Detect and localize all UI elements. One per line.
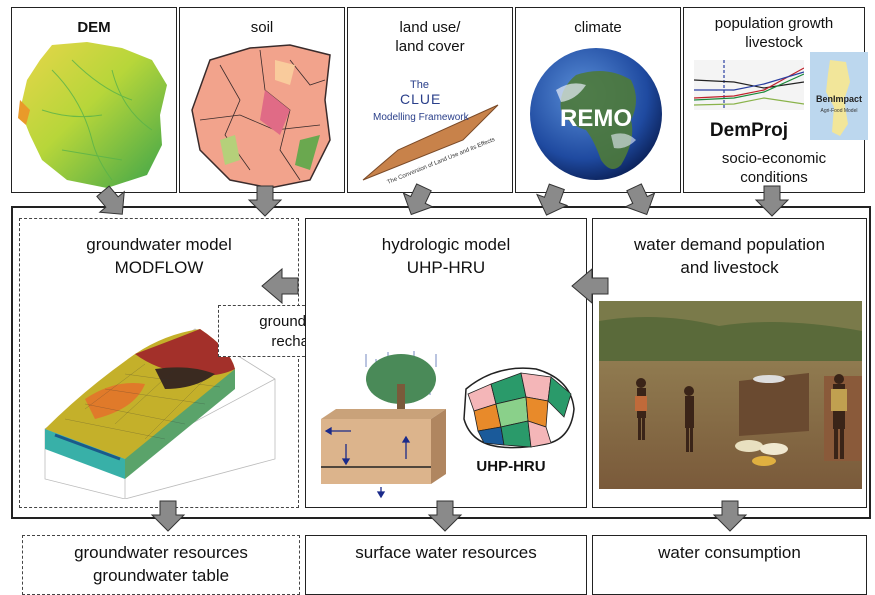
dem-box: DEM xyxy=(11,7,177,193)
benimpact-text: BenImpact xyxy=(816,94,862,104)
output-consumption-label: water consumption xyxy=(658,543,801,562)
output-groundwater-box: groundwater resources groundwater table xyxy=(22,535,300,595)
groundwater-model-label-2: MODFLOW xyxy=(114,258,204,277)
climate-label: climate xyxy=(574,19,622,36)
population-label-4: conditions xyxy=(740,169,808,186)
demproj-chart xyxy=(694,60,804,110)
benimpact-logo: BenImpact Agri-Food Model xyxy=(810,52,868,140)
dem-label: DEM xyxy=(77,19,111,36)
clue-sub-text: Modelling Framework xyxy=(373,112,470,123)
hydrologic-model-label-1: hydrologic model xyxy=(381,235,511,254)
globe-text: REMO xyxy=(560,105,632,132)
output-groundwater-label-2: groundwater table xyxy=(92,566,230,585)
climate-box: climate REMO xyxy=(515,7,681,193)
dem-map xyxy=(18,42,167,188)
population-label-2: livestock xyxy=(745,34,803,51)
water-demand-box: water demand population and livestock xyxy=(592,218,867,508)
hydrologic-model-label-2: UHP-HRU xyxy=(406,258,486,277)
clue-title-text: CLUE xyxy=(400,91,441,107)
soil-map xyxy=(191,44,331,189)
modflow-3d-model xyxy=(44,328,276,499)
output-surface-label: surface water resources xyxy=(355,543,537,562)
soil-label: soil xyxy=(250,19,274,36)
population-box: population growth livestock DemProj BenI… xyxy=(683,7,868,193)
landuse-label-2: land cover xyxy=(395,38,465,55)
output-consumption-box: water consumption xyxy=(592,535,867,595)
output-surface-box: surface water resources xyxy=(305,535,587,595)
landuse-box: land use/ land cover The CLUE Modelling … xyxy=(347,7,513,193)
clue-framework-image: The CLUE Modelling Framework The Convers… xyxy=(362,79,499,186)
population-label-3: socio-economic xyxy=(721,150,827,167)
landuse-label-1: land use/ xyxy=(399,19,461,36)
clue-the-text: The xyxy=(410,79,429,91)
output-groundwater-label-1: groundwater resources xyxy=(74,543,248,562)
hydrologic-model-box: hydrologic model UHP-HRU UHP-HRU xyxy=(305,218,587,508)
globe-image: REMO xyxy=(530,48,662,180)
water-demand-label-1: water demand population xyxy=(634,235,825,254)
groundwater-model-label-1: groundwater model xyxy=(86,235,232,254)
population-label-1: population growth xyxy=(714,15,834,32)
hru-illustration: UHP-HRU xyxy=(321,351,575,499)
groundwater-model-box: groundwater model MODFLOW xyxy=(19,218,299,508)
hru-label: UHP-HRU xyxy=(476,458,545,475)
soil-box: soil xyxy=(179,7,345,193)
demproj-label: DemProj xyxy=(709,120,789,141)
village-photo xyxy=(599,301,862,489)
water-demand-label-2: and livestock xyxy=(680,258,779,277)
benimpact-sub-text: Agri-Food Model xyxy=(821,108,858,114)
